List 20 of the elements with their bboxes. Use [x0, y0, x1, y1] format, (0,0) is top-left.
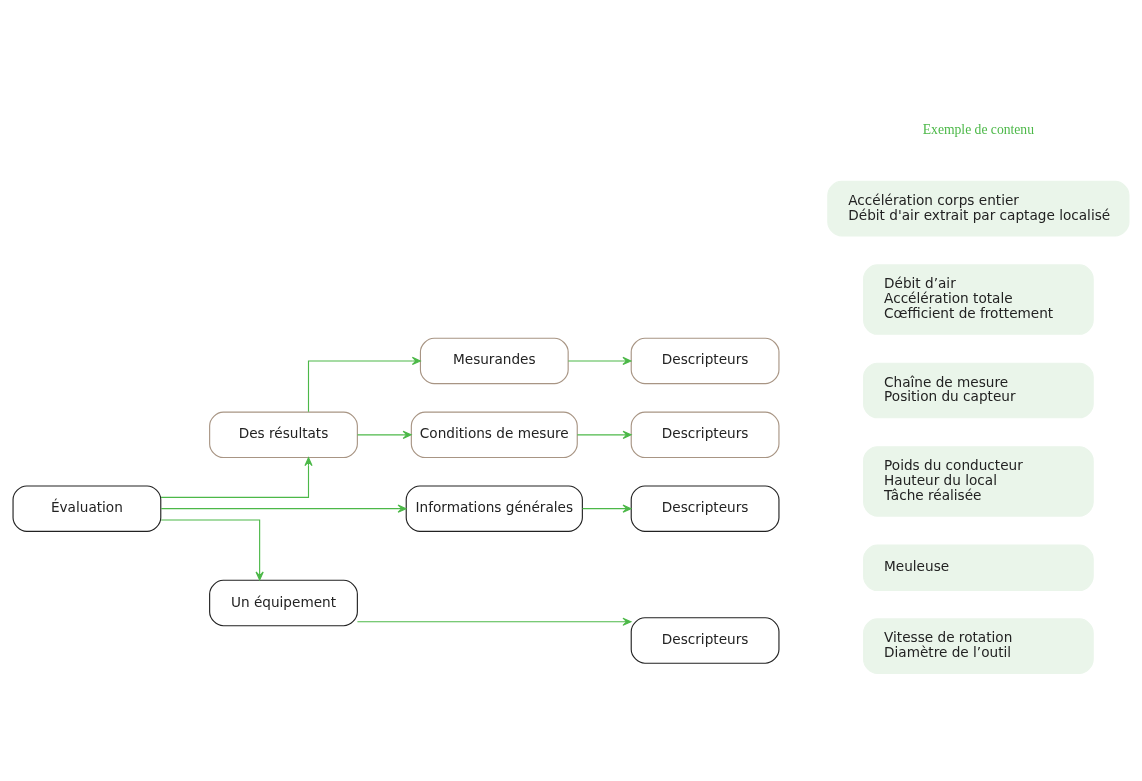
arrow [581, 504, 632, 513]
arrow [160, 519, 264, 581]
arrow [307, 356, 421, 413]
node-box: Un équipement [209, 579, 358, 627]
arrow [160, 457, 313, 498]
arrow [576, 430, 632, 439]
node-box: Des résultats [209, 411, 358, 459]
node-box: Descripteurs [630, 617, 780, 664]
node-box: Descripteurs [630, 411, 780, 459]
label: Exemple de contenu [922, 121, 1034, 137]
node-box: Mesurandes [419, 337, 569, 385]
arrow [567, 356, 632, 366]
node-box: Évaluation [12, 485, 162, 532]
node-box: Descripteurs [630, 337, 780, 385]
arrow [356, 617, 632, 626]
node-box: Descripteurs [630, 485, 780, 532]
arrow [160, 504, 407, 513]
arrow [356, 430, 412, 439]
node-box: Informations générales [405, 485, 583, 532]
node-box: Conditions de mesure [410, 411, 578, 459]
